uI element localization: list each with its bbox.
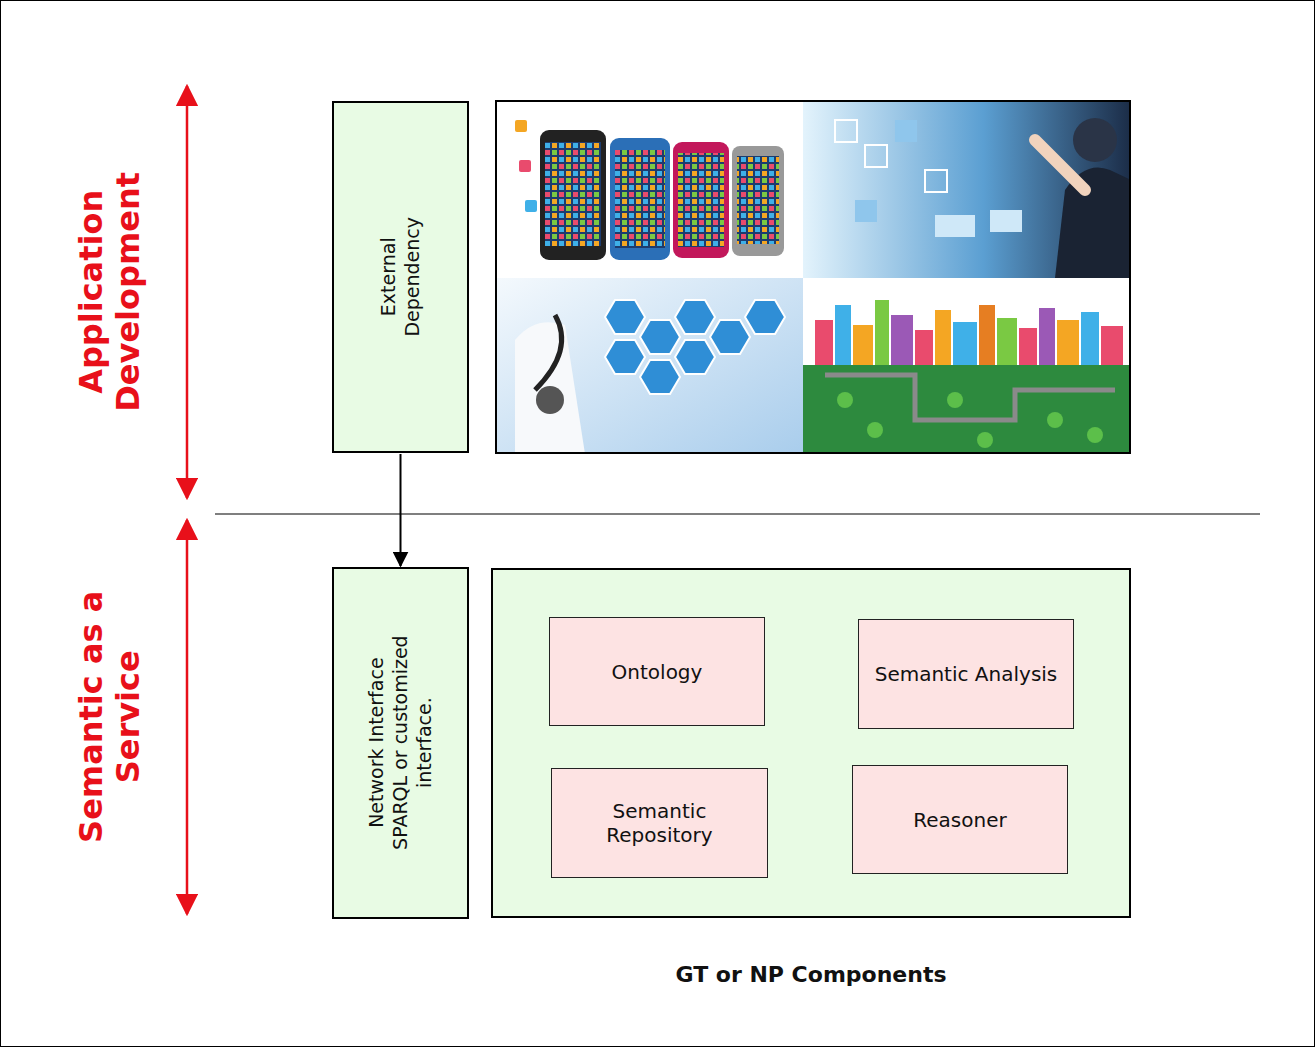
city-picture xyxy=(803,278,1131,454)
connector-arrow xyxy=(400,454,402,566)
component-box: Reasoner xyxy=(852,765,1068,874)
section-label-slot: Semantic as a Service xyxy=(30,518,190,916)
node-text: Semantic Analysis xyxy=(875,662,1058,686)
node-text: GT or NP Components xyxy=(493,962,1129,987)
node-text: Semantic Repository xyxy=(560,799,759,847)
business-picture xyxy=(803,100,1131,278)
component-box: Ontology xyxy=(549,617,765,726)
section-label-slot: Application Development xyxy=(30,84,190,500)
range-arrow xyxy=(186,520,189,914)
interface-box: Network Interface SPARQL or customized i… xyxy=(332,567,469,919)
dependency-box: External Dependency xyxy=(332,101,469,453)
node-text: Network Interface SPARQL or customized i… xyxy=(365,636,436,851)
application-illustration xyxy=(495,100,1131,454)
phones-picture xyxy=(515,120,784,260)
component-box: Semantic Repository xyxy=(551,768,768,878)
section-label: Application Development xyxy=(73,127,147,457)
node-text: Ontology xyxy=(612,660,703,684)
node-text: External Dependency xyxy=(377,202,425,352)
node-text: Reasoner xyxy=(913,808,1006,832)
divider-line xyxy=(215,513,1260,514)
section-label: Semantic as a Service xyxy=(73,552,147,882)
components-group: GT or NP ComponentsOntologySemantic Anal… xyxy=(491,568,1131,918)
medical-picture xyxy=(495,278,803,454)
component-box: Semantic Analysis xyxy=(858,619,1074,729)
range-arrow xyxy=(186,86,189,498)
